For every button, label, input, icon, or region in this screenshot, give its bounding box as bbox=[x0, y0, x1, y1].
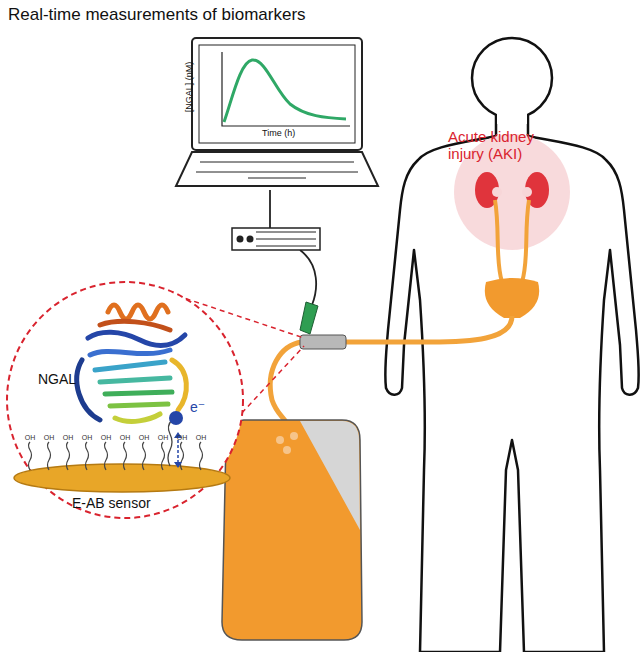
hydroxyl-label: OH bbox=[63, 434, 74, 442]
box-detail bbox=[256, 246, 316, 247]
axis-label: Time (h) bbox=[262, 129, 295, 139]
hydroxyl-label: OH bbox=[158, 434, 169, 442]
redox-reporter bbox=[169, 411, 183, 425]
sensor-housing bbox=[300, 335, 346, 349]
green-connector bbox=[300, 302, 318, 334]
figure-title: Real-time measurements of biomarkers bbox=[8, 6, 306, 25]
alkanethiol-chain bbox=[67, 442, 70, 470]
bladder bbox=[485, 278, 539, 318]
aptamer-tether bbox=[168, 420, 172, 466]
hydroxyl-label: OH bbox=[25, 434, 36, 442]
alkanethiol-chain bbox=[200, 442, 203, 470]
hydroxyl-label: OH bbox=[44, 434, 55, 442]
monolayer-chains bbox=[29, 442, 203, 470]
alkanethiol-chain bbox=[143, 442, 146, 470]
alkanethiol-chain bbox=[105, 442, 108, 470]
alkanethiol-chain bbox=[124, 442, 127, 470]
alkanethiol-chain bbox=[86, 442, 89, 470]
inset-circle bbox=[7, 282, 243, 518]
laptop-base bbox=[176, 152, 378, 186]
bag-bubble bbox=[276, 436, 284, 444]
signal-cable bbox=[300, 250, 316, 305]
ureter bbox=[522, 200, 529, 282]
kidney-hilum bbox=[522, 187, 532, 197]
hydroxyl-label: OH bbox=[120, 434, 131, 442]
trackpad bbox=[248, 178, 306, 179]
condition-label: Acute kidney injury (AKI) bbox=[448, 128, 566, 163]
alkanethiol-chain bbox=[181, 442, 184, 470]
hydroxyl-label: OH bbox=[82, 434, 93, 442]
signal-cable bbox=[269, 190, 271, 228]
chart-axes bbox=[222, 52, 350, 126]
electron-label: e⁻ bbox=[190, 400, 205, 415]
ngal-curve bbox=[224, 60, 346, 122]
ureter bbox=[495, 200, 502, 282]
ngal-protein bbox=[77, 305, 187, 421]
protein-label: NGAL bbox=[38, 372, 76, 387]
potentiostat bbox=[232, 228, 320, 250]
keyboard-line bbox=[196, 172, 358, 173]
alkanethiol-chain bbox=[48, 442, 51, 470]
kidney-hilum bbox=[492, 187, 502, 197]
hydroxyl-label: OH bbox=[101, 434, 112, 442]
laptop-screen bbox=[192, 38, 362, 150]
sensor-label: E-AB sensor bbox=[72, 496, 151, 511]
alkanethiol-chain bbox=[29, 442, 32, 470]
screen-inner bbox=[199, 45, 355, 143]
bag-empty-region bbox=[300, 421, 360, 530]
gold-electrode bbox=[14, 464, 230, 492]
box-detail bbox=[256, 239, 316, 240]
box-port bbox=[247, 236, 254, 243]
head bbox=[472, 38, 552, 118]
catheter-tube bbox=[345, 316, 512, 342]
urine-bag bbox=[222, 420, 362, 640]
body-silhouette bbox=[385, 116, 639, 652]
hydroxyl-label: OH bbox=[139, 434, 150, 442]
keyboard-line bbox=[200, 162, 354, 163]
box-detail bbox=[256, 232, 316, 233]
box-port bbox=[237, 236, 244, 243]
hydroxyl-label: OH bbox=[177, 434, 188, 442]
bag-bubble bbox=[283, 446, 291, 454]
bag-bubble bbox=[290, 432, 298, 440]
neck-mask bbox=[497, 110, 527, 124]
alkanethiol-chain bbox=[162, 442, 165, 470]
hydroxyl-label: OH bbox=[196, 434, 207, 442]
electron-transfer bbox=[177, 440, 179, 462]
catheter-tube bbox=[270, 342, 302, 422]
axis-label: [NGAL] (nM) bbox=[185, 62, 195, 113]
